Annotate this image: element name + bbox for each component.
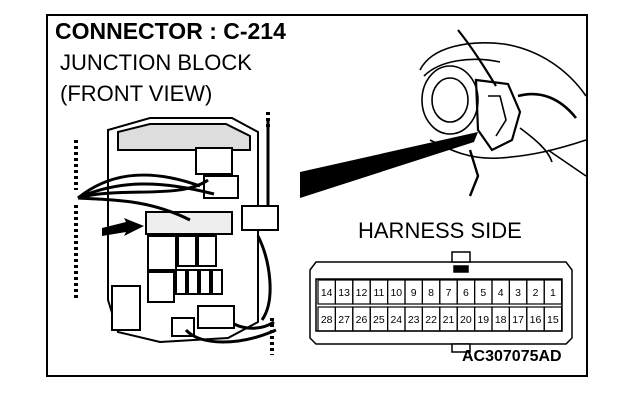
connector-pin-number: 1 [550,287,556,299]
pointer-arrow-icon [102,218,144,236]
connector-pin-number: 17 [512,314,524,326]
connector-pin-number: 14 [321,287,333,299]
callout-wedge [300,132,478,198]
connector-pin-number: 8 [428,287,434,299]
connector-pin-number: 24 [390,314,402,326]
connector-pin-number: 7 [446,287,452,299]
connector-pin-number: 6 [463,287,469,299]
connector-pin-number: 4 [498,287,504,299]
connector-pin-number: 3 [515,287,521,299]
connector-title: CONNECTOR : C-214 [55,18,286,44]
connector-pin-number: 26 [356,314,368,326]
connector-pin-number: 5 [480,287,486,299]
connector-pin-number: 13 [338,287,350,299]
connector-pin-number: 22 [425,314,437,326]
connector-pin-cell [543,306,563,332]
connector-pin-number: 2 [533,287,539,299]
connector-pin-number: 23 [408,314,420,326]
connector-pin-number: 18 [495,314,507,326]
connector-pin-number: 9 [411,287,417,299]
harness-side-label: HARNESS SIDE [358,218,522,243]
connector-pin-number: 10 [390,287,402,299]
connector-pin-number: 11 [373,287,384,299]
junction-block-illustration [107,117,279,344]
junction-block-label: JUNCTION BLOCK [60,50,252,75]
dashboard-illustration [419,29,587,197]
wire-ends [74,112,274,355]
harness-connector-shell [309,251,573,353]
connector-pin-number: 20 [460,314,472,326]
connector-pin-cell [543,279,563,305]
figure-code: AC307075AD [462,348,562,365]
connector-pin-number: 15 [547,314,559,326]
connector-pin-number: 27 [338,314,350,326]
connector-pin-number: 25 [373,314,385,326]
wire-harness [77,118,277,344]
connector-pin-number: 28 [321,314,333,326]
view-label: (FRONT VIEW) [60,81,213,106]
connector-pin-number: 21 [443,314,455,326]
connector-pin-number: 19 [477,314,489,326]
connector-pin-number: 12 [356,287,368,299]
connector-pin-number: 16 [530,314,542,326]
